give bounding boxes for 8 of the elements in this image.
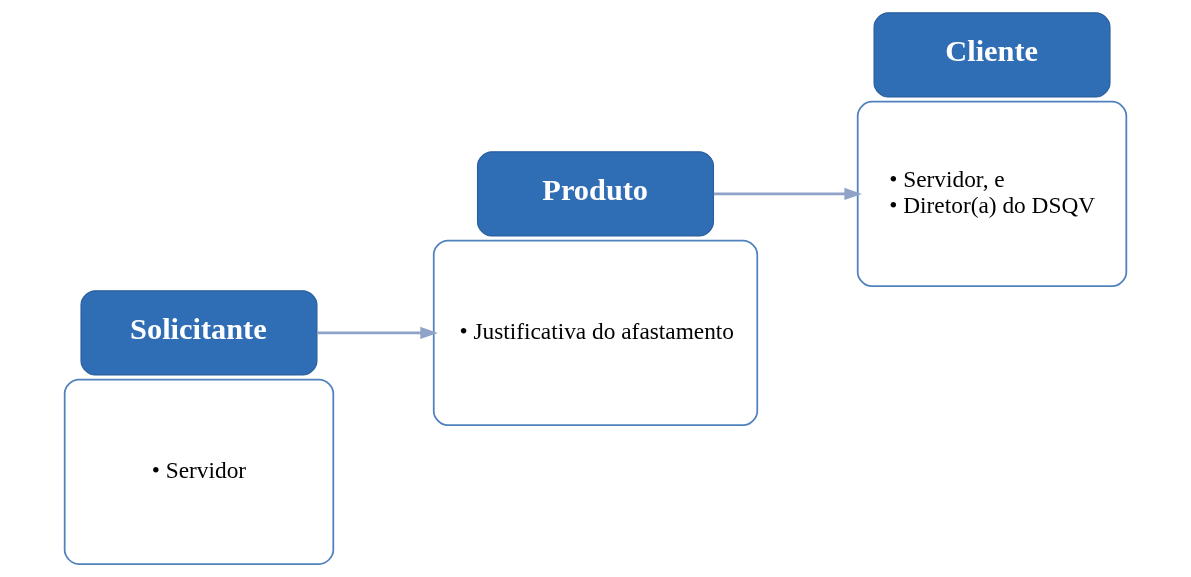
arrow [713,187,862,201]
node-box: Produto [476,151,715,237]
node-box: • Justificativa do afastamento [432,239,759,427]
node-box: • Servidor [63,378,335,565]
node-box: Solicitante [80,290,318,376]
node-box: Cliente [873,12,1111,98]
arrow [317,326,438,340]
node-box: • Servidor, e • Diretor(a) do DSQV [856,100,1128,288]
